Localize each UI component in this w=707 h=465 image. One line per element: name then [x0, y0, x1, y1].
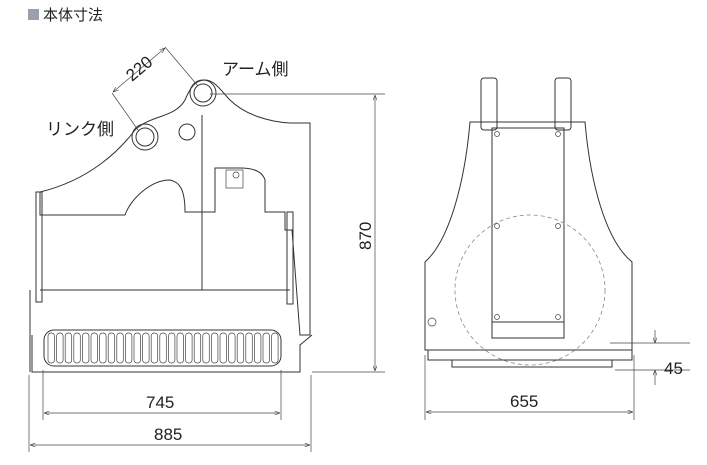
tooth: [202, 332, 210, 364]
side-body-outline: [39, 79, 311, 336]
tooth: [168, 332, 176, 364]
tooth: [219, 332, 227, 364]
tooth: [116, 332, 124, 364]
side-left-plate: [35, 191, 43, 303]
tooth: [193, 332, 202, 364]
tooth: [271, 332, 279, 364]
link-pin-outer: [131, 123, 159, 151]
bottom-offset-label: 45: [664, 359, 683, 378]
tooth: [47, 332, 55, 364]
link-side-label: リンク側: [46, 120, 114, 140]
inner-width-label: 745: [146, 393, 174, 412]
right-ear: [554, 77, 572, 131]
tooth: [176, 332, 184, 364]
tooth: [245, 332, 253, 364]
front-body-outline: [424, 121, 633, 351]
tooth: [236, 332, 245, 364]
side-right-plate: [286, 211, 294, 305]
teeth: [47, 332, 279, 364]
overall-width-side-label: 885: [154, 425, 182, 444]
tooth: [254, 332, 262, 364]
section-title: 本体寸法: [28, 4, 103, 25]
section-title-text: 本体寸法: [43, 6, 104, 24]
overall-width-front-label: 655: [510, 392, 538, 411]
tooth: [262, 332, 270, 364]
tooth: [73, 332, 81, 364]
tooth: [107, 332, 116, 364]
tooth: [56, 332, 64, 364]
teeth-band: [43, 329, 282, 367]
tooth: [82, 332, 90, 364]
link-pin-inner: [135, 127, 155, 147]
front-view: [424, 77, 633, 368]
height-label: 870: [356, 222, 375, 250]
tooth: [90, 332, 98, 364]
pin-distance-dimension-line: [113, 48, 165, 92]
front-frame-plate: [491, 127, 565, 339]
tooth: [142, 332, 150, 364]
tooth: [185, 332, 193, 364]
arm-pin-outer: [189, 79, 217, 107]
left-ear: [480, 77, 498, 131]
front-bottom-plate: [451, 359, 613, 368]
arm-pin-inner: [193, 83, 213, 103]
title-square-icon: [28, 9, 39, 20]
tooth: [211, 332, 219, 364]
tooth: [64, 332, 73, 364]
tooth: [133, 332, 141, 364]
tooth: [99, 332, 107, 364]
tooth: [159, 332, 167, 364]
tooth: [150, 332, 159, 364]
side-view: [29, 79, 313, 373]
rotation-circle: [454, 214, 606, 366]
tooth: [228, 332, 236, 364]
tooth: [125, 332, 133, 364]
arm-side-label: アーム側: [222, 60, 288, 80]
